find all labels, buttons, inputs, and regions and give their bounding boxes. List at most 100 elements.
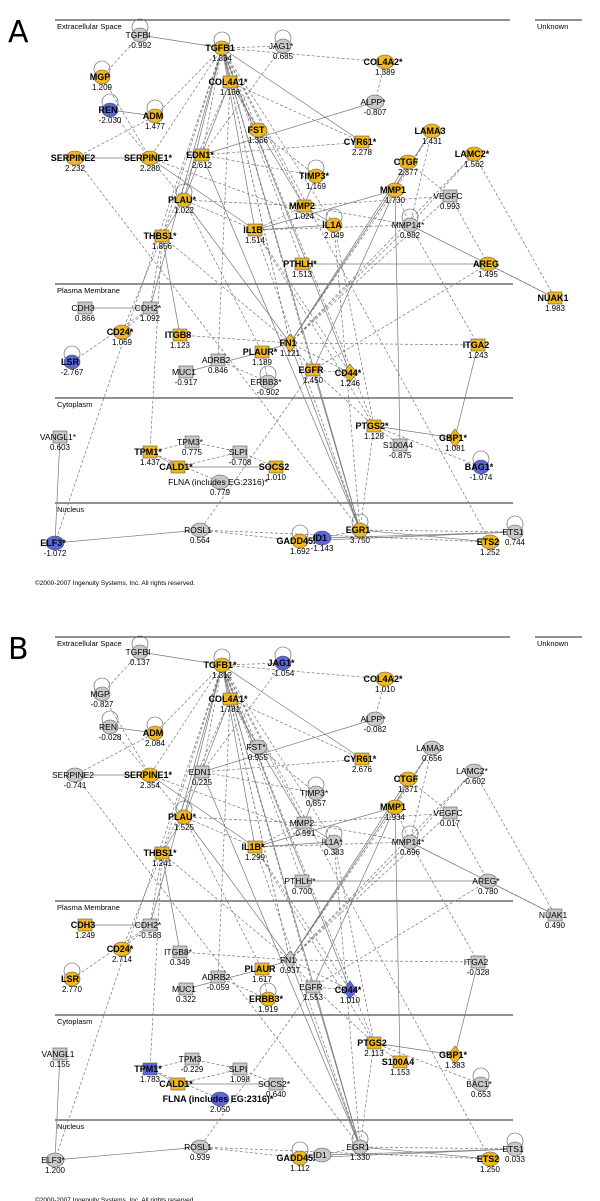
- gene-node[interactable]: IL1B*1.299: [241, 840, 266, 862]
- gene-node[interactable]: REN-0.028: [99, 710, 122, 742]
- gene-node[interactable]: SERPINE1*2.354: [124, 767, 173, 790]
- gene-node[interactable]: CD24*1.069: [107, 324, 134, 347]
- gene-node[interactable]: CDH2*1.092: [135, 301, 162, 323]
- gene-node[interactable]: MUC1-0.917: [172, 365, 198, 387]
- gene-node[interactable]: AREG*0.780: [472, 873, 500, 896]
- gene-node[interactable]: CALD1*: [159, 460, 193, 474]
- gene-node[interactable]: CD24*2.714: [107, 941, 134, 964]
- gene-node[interactable]: COL4A2*1.389: [363, 54, 403, 77]
- gene-node[interactable]: MGP-0.827: [90, 677, 114, 709]
- gene-node[interactable]: TPM1*1.437: [134, 445, 162, 467]
- gene-node[interactable]: REN-2.030: [98, 93, 122, 125]
- gene-node[interactable]: MMP14*0.982: [392, 208, 425, 240]
- gene-node[interactable]: GBP1*1.383: [439, 1045, 468, 1070]
- gene-node[interactable]: ELF3*-1.072: [40, 535, 67, 558]
- gene-node[interactable]: ID1-1.143: [311, 530, 334, 553]
- gene-node[interactable]: ALPP*-0.082: [360, 711, 387, 734]
- gene-node[interactable]: COL4A1*1.781: [208, 692, 248, 714]
- gene-node[interactable]: CYR61*2.278: [344, 135, 377, 157]
- gene-node[interactable]: ITGB8*0.349: [164, 945, 193, 967]
- gene-node[interactable]: S100A4-0.875: [383, 438, 414, 460]
- gene-node[interactable]: SOCS2*0.640: [258, 1077, 291, 1099]
- gene-node[interactable]: TGFBI-0.992: [125, 18, 152, 50]
- gene-node[interactable]: TGFB1*1.312: [203, 648, 237, 680]
- gene-node[interactable]: MMP14*0.696: [392, 825, 425, 857]
- gene-node[interactable]: COL4A2*1.010: [363, 671, 403, 694]
- gene-node[interactable]: LAMC2*-0.602: [456, 763, 489, 786]
- gene-node[interactable]: BAC1*0.653: [466, 1067, 492, 1099]
- gene-node[interactable]: COL4A1*1.156: [208, 75, 248, 97]
- gene-node[interactable]: FST*0.955: [246, 739, 269, 762]
- gene-node[interactable]: ID1: [312, 1147, 332, 1163]
- gene-node[interactable]: SERPINE1*2.280: [124, 150, 173, 173]
- gene-node[interactable]: SERPINE2-0.741: [52, 767, 94, 790]
- gene-node[interactable]: TIMP3*0.857: [300, 776, 329, 808]
- gene-node[interactable]: CYR61*2.676: [344, 752, 377, 774]
- gene-node[interactable]: FLNA (includes EG:2316)*0.779: [168, 474, 269, 497]
- gene-node[interactable]: THBS1*1.856: [143, 229, 177, 251]
- gene-node[interactable]: TPM3*0.775: [177, 435, 204, 457]
- gene-node[interactable]: ERBB3*-0.902: [250, 365, 282, 397]
- gene-node[interactable]: PTGS2*1.128: [355, 419, 389, 441]
- gene-node[interactable]: PLAU*1.022: [168, 183, 196, 215]
- gene-node[interactable]: LSR-2.767: [61, 345, 84, 377]
- gene-node[interactable]: EDN1*2.612: [186, 148, 214, 170]
- gene-node[interactable]: JAG1*0.685: [269, 29, 294, 61]
- gene-node[interactable]: CDH2*-0.583: [135, 918, 162, 940]
- gene-node[interactable]: PTHLH*1.513: [283, 257, 317, 279]
- gene-node[interactable]: JAG1*-1.054: [267, 646, 295, 678]
- gene-node[interactable]: ADRB2-0.059: [202, 970, 231, 992]
- gene-node[interactable]: LAMC2*1.562: [455, 146, 490, 169]
- gene-node[interactable]: PLAU*1.525: [168, 800, 196, 832]
- gene-node[interactable]: BAG1*-1.074: [465, 450, 494, 482]
- gene-node[interactable]: PLAUR*1.189: [243, 345, 278, 367]
- gene-node[interactable]: TPM3-0.229: [179, 1052, 204, 1074]
- gene-node[interactable]: IL1A*0.383: [322, 825, 345, 857]
- gene-node[interactable]: FLNA (includes EG:2316)*2.050: [163, 1091, 274, 1114]
- gene-node[interactable]: TIMP3*1.169: [299, 159, 330, 191]
- gene-node[interactable]: ALPP*-0.807: [360, 94, 387, 117]
- gene-node[interactable]: PTHLH*0.700: [284, 874, 316, 896]
- gene-node[interactable]: ELF3*1.200: [41, 1152, 66, 1175]
- gene-node[interactable]: GBP1*1.081: [439, 428, 468, 453]
- gene-node[interactable]: CALD1*: [159, 1077, 193, 1091]
- gene-node[interactable]: CD44*1.246: [335, 363, 362, 388]
